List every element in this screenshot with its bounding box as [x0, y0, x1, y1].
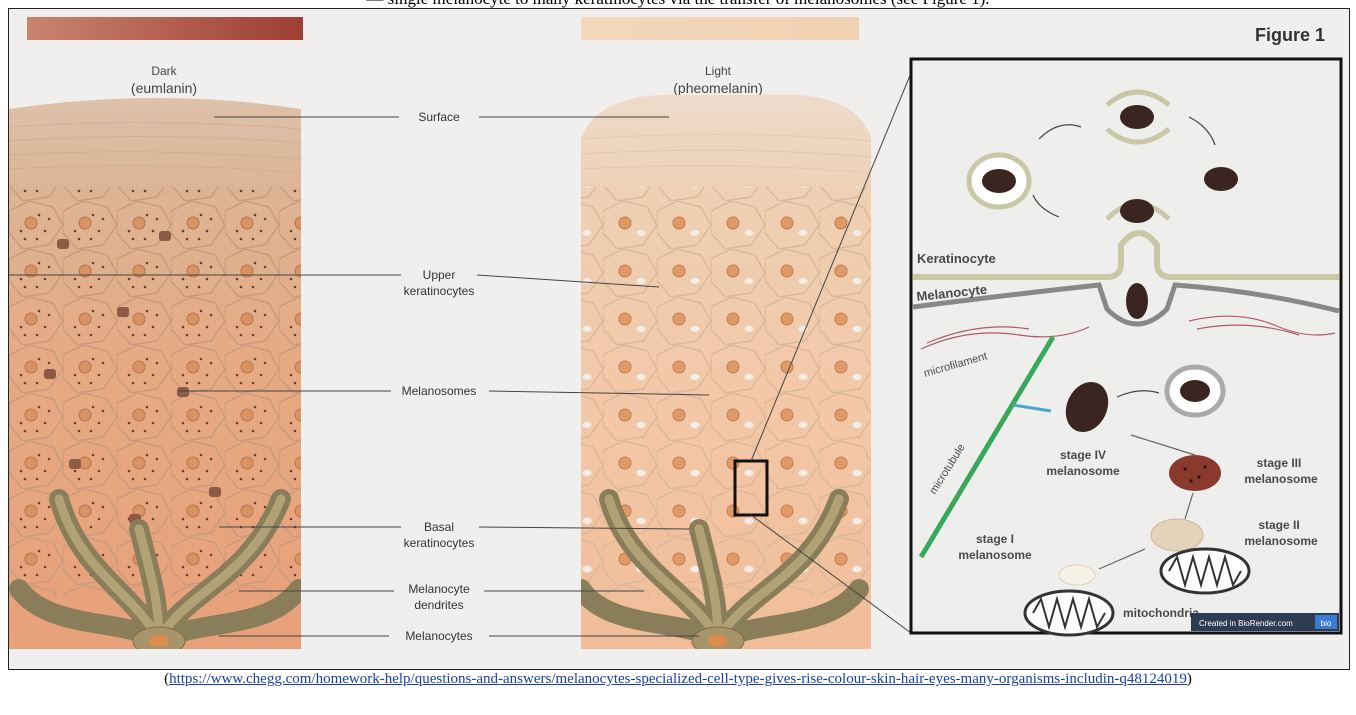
mitochondrion-small	[1025, 591, 1113, 635]
stage1-melanosome	[1059, 565, 1095, 585]
caption-fragment: — single melanocyte to many keratinocyte…	[0, 0, 1356, 8]
stage1-label-line1: stage I	[976, 532, 1014, 546]
dark-subtitle: (eumlanin)	[131, 80, 197, 96]
stage4-label-line2: melanosome	[1046, 464, 1120, 478]
basal-label-line1: Basal	[424, 520, 454, 534]
mitochondria-label: mitochondria	[1123, 606, 1199, 620]
upper-label-line2: keratinocytes	[404, 284, 475, 298]
dendrites-label-line2: dendrites	[414, 598, 463, 612]
mitochondrion-large	[1161, 549, 1249, 593]
stage2-label-line2: melanosome	[1244, 534, 1318, 548]
citation: (https://www.chegg.com/homework-help/que…	[40, 670, 1316, 689]
dendrites-label-line1: Melanocyte	[408, 582, 470, 596]
stage3-melanosome	[1169, 455, 1221, 491]
light-swatch	[581, 17, 859, 40]
keratinocyte-label: Keratinocyte	[917, 251, 996, 266]
citation-close: )	[1187, 671, 1192, 687]
light-skin-section	[581, 89, 871, 669]
figure-label: Figure 1	[1255, 25, 1325, 45]
stage1-label-line2: melanosome	[958, 548, 1032, 562]
melanocytes-label: Melanocytes	[405, 629, 472, 643]
stage3-label-line1: stage III	[1257, 456, 1302, 470]
stage2-melanosome	[1151, 519, 1203, 551]
stage3-label-line2: melanosome	[1244, 472, 1318, 486]
inset-panel: Keratinocyte Melanocyte microfilament mi…	[911, 59, 1341, 635]
dark-swatch	[27, 17, 303, 40]
light-subtitle: (pheomelanin)	[673, 80, 763, 96]
stage2-label-line1: stage II	[1258, 518, 1299, 532]
melanosomes-label: Melanosomes	[402, 384, 477, 398]
citation-link[interactable]: https://www.chegg.com/homework-help/ques…	[169, 671, 1187, 687]
melanin-diagram: Figure 1 Dark (eumlanin) Light (pheomela…	[9, 9, 1349, 669]
upper-label-line1: Upper	[423, 268, 456, 282]
biorender-badge: bio	[1321, 619, 1332, 628]
surface-label: Surface	[418, 110, 460, 124]
dark-title: Dark	[151, 64, 177, 78]
figure-panel: Figure 1 Dark (eumlanin) Light (pheomela…	[8, 8, 1350, 670]
dark-skin-section	[9, 79, 301, 669]
basal-label-line2: keratinocytes	[404, 536, 475, 550]
cut-off-caption-line: — single melanocyte to many keratinocyte…	[0, 0, 1356, 8]
light-title: Light	[705, 64, 732, 78]
biorender-credit: Created in BioRender.com	[1199, 619, 1293, 628]
stage4-label-line1: stage IV	[1060, 448, 1106, 462]
